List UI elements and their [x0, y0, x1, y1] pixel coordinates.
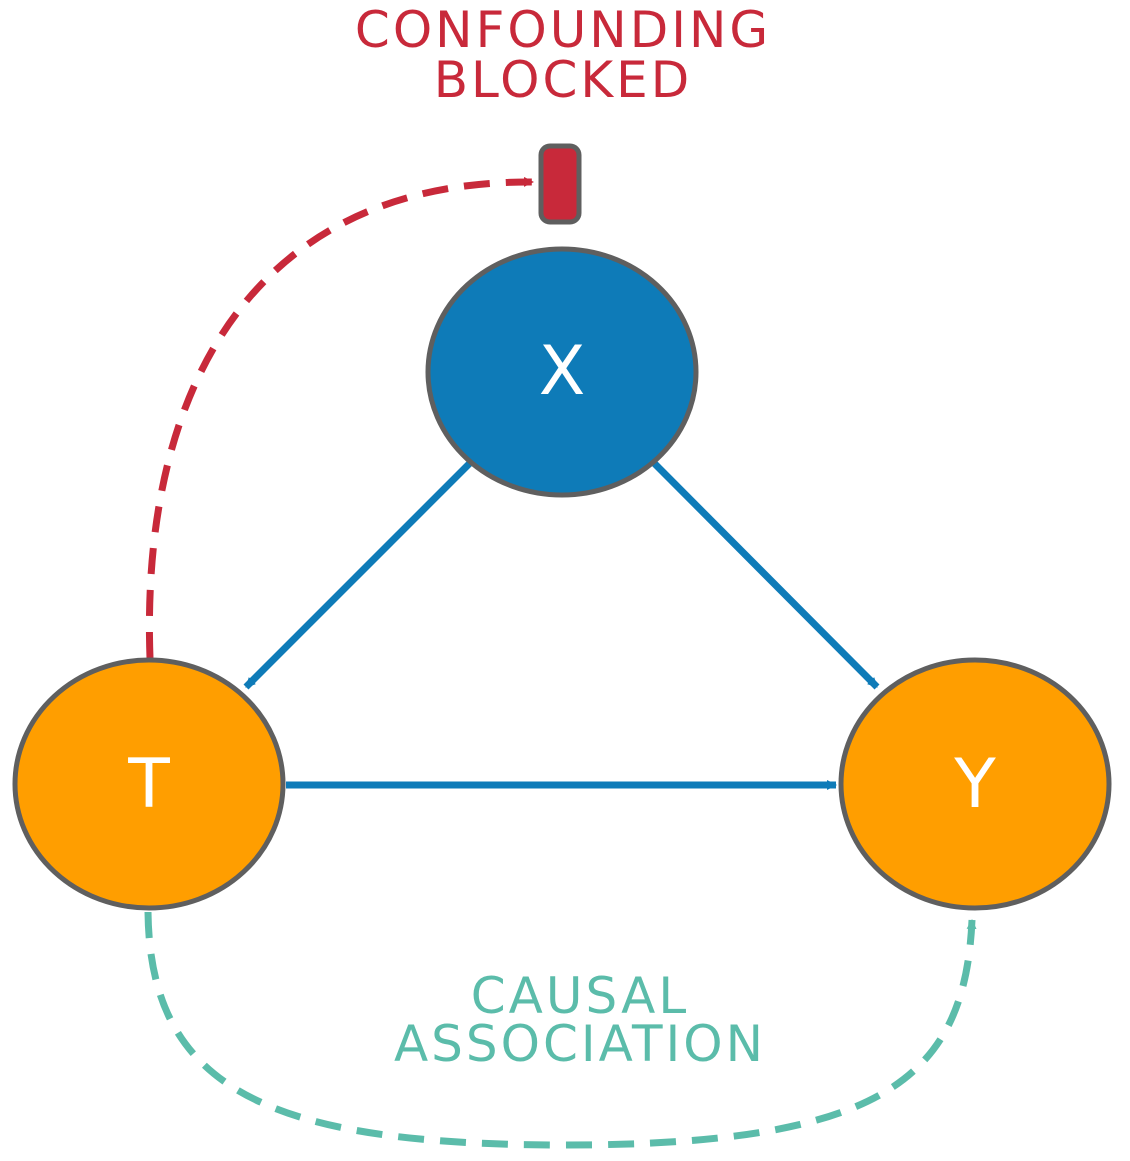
edge-x-to-t — [243, 460, 473, 690]
node-t: T — [12, 657, 286, 911]
node-y-label: Y — [953, 745, 996, 824]
edge-x-to-y — [651, 460, 880, 690]
confounding-label-line2: BLOCKED — [434, 51, 693, 109]
node-x-label: X — [539, 332, 586, 411]
node-y: Y — [838, 657, 1112, 911]
blocker-bar — [538, 143, 582, 225]
confounding-label-line1: CONFOUNDING — [355, 1, 771, 59]
causal-label-line1: CAUSAL — [471, 967, 689, 1025]
node-t-label: T — [127, 745, 170, 824]
node-x: X — [425, 246, 699, 498]
causal-path-arrow — [144, 911, 977, 1149]
backdoor-path-arrow — [145, 176, 534, 659]
causal-label-line2: ASSOCIATION — [394, 1015, 766, 1073]
